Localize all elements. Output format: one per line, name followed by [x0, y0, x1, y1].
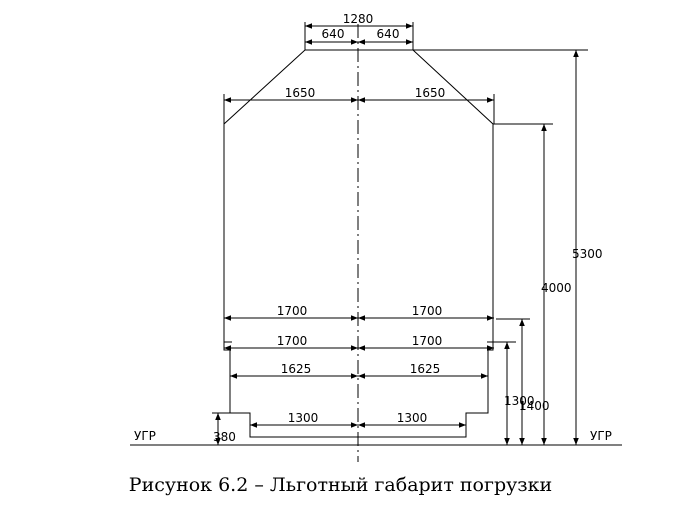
label-narrow-right: 1625 [410, 362, 441, 376]
label-mid-right: 1700 [412, 304, 443, 318]
label-lower-right: 1700 [412, 334, 443, 348]
label-top-right-half: 640 [377, 27, 400, 41]
label-base-left: 1300 [288, 411, 319, 425]
label-height-step: 380 [213, 430, 236, 444]
label-top-left-half: 640 [322, 27, 345, 41]
label-narrow-left: 1625 [281, 362, 312, 376]
label-height-lower-a: 1400 [519, 399, 550, 413]
label-mid-left: 1700 [277, 304, 308, 318]
label-ugr-right: УГР [590, 429, 612, 443]
label-height-total: 5300 [572, 247, 603, 261]
label-lower-left: 1700 [277, 334, 308, 348]
label-base-right: 1300 [397, 411, 428, 425]
label-ugr-left: УГР [134, 429, 156, 443]
label-upper-right: 1650 [415, 86, 446, 100]
label-height-lower-b: 1300 [504, 394, 535, 408]
label-height-side: 4000 [541, 281, 572, 295]
label-upper-left: 1650 [285, 86, 316, 100]
label-top-total: 1280 [343, 12, 374, 26]
figure-caption: Рисунок 6.2 – Льготный габарит погрузки [128, 474, 553, 496]
